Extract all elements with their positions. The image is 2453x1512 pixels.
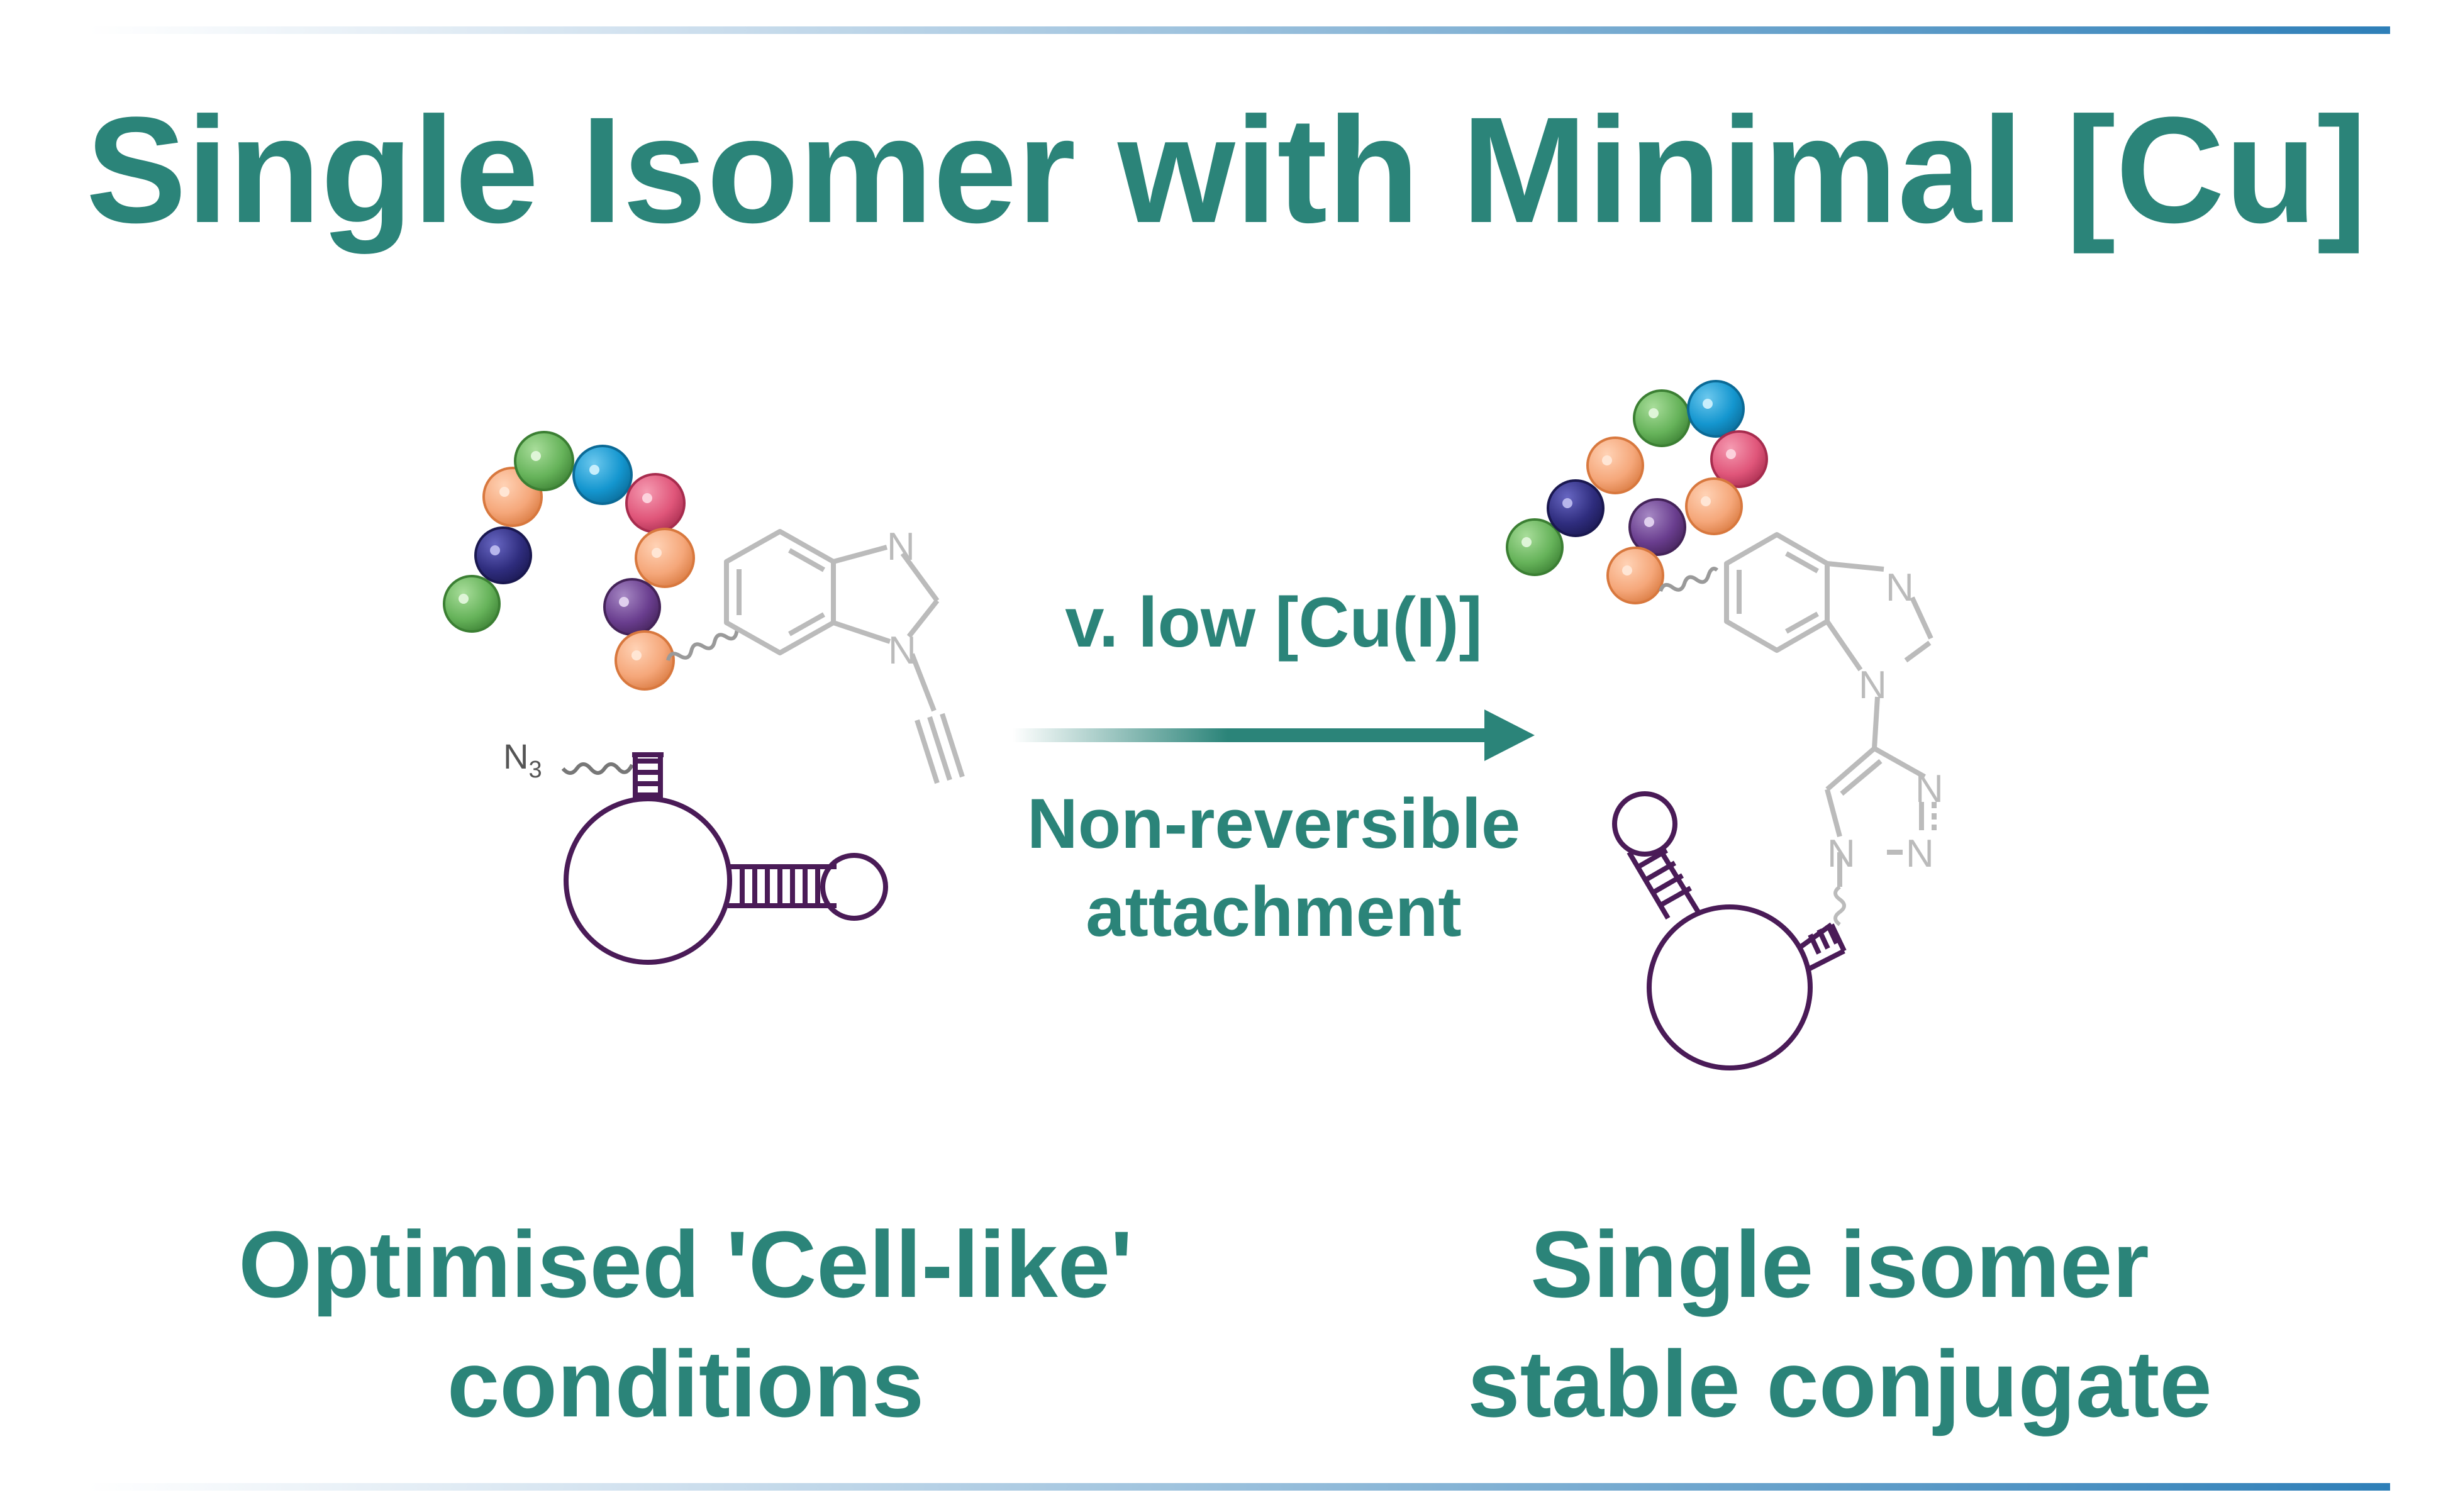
right-peptide-beads: [1506, 380, 1768, 604]
bead: [1687, 380, 1745, 438]
bead: [474, 526, 532, 584]
bead: [1547, 479, 1605, 537]
bead: [615, 630, 675, 691]
bead: [1586, 436, 1644, 494]
bead: [603, 578, 661, 636]
bead: [635, 528, 695, 588]
bead: [443, 575, 501, 633]
bead: [1606, 547, 1664, 604]
bead: [625, 473, 686, 533]
left-caption-line1: Optimised 'Cell-like': [238, 1211, 1133, 1317]
arrow-label-above: v. low [Cu(I)]: [1065, 583, 1482, 662]
left-peptide-beads: [443, 431, 695, 691]
page-title: Single Isomer with Minimal [Cu]: [86, 86, 2367, 254]
bead: [1506, 518, 1564, 576]
azide-label: N3: [503, 737, 542, 783]
right-rna-hairpin: [1612, 791, 1847, 1070]
left-benzimidazole: [724, 529, 965, 784]
bead: [1710, 430, 1768, 488]
right-caption-line2: stable conjugate: [1467, 1331, 2212, 1437]
left-imidazole-n-top: N: [887, 525, 915, 569]
reaction-arrow-shaft: [1013, 728, 1491, 742]
right-peptide-linker: [1659, 567, 1719, 592]
arrow-label-below-line2: attachment: [1086, 872, 1462, 951]
right-triazole-n-3: N: [1827, 832, 1855, 876]
arrow-label-below: Non-reversible attachment: [975, 780, 1572, 956]
left-caption: Optimised 'Cell-like' conditions: [145, 1204, 1226, 1443]
right-triazole-n-2: N: [1906, 832, 1934, 876]
left-rna-hairpin: [564, 752, 888, 965]
left-peptide-linker: [666, 629, 739, 661]
left-caption-line2: conditions: [447, 1331, 925, 1437]
left-imidazole-n-bottom: N: [888, 629, 916, 672]
right-benzimidazole-triazole: [1724, 532, 1937, 887]
right-imidazole-n-top: N: [1886, 566, 1914, 609]
right-caption-line1: Single isomer: [1530, 1211, 2149, 1317]
right-triazole-n-1: N: [1915, 767, 1944, 811]
right-caption: Single isomer stable conjugate: [1352, 1204, 2327, 1443]
bead: [572, 445, 633, 505]
reaction-arrow-head: [1484, 709, 1535, 761]
azide-linker: [561, 762, 634, 775]
arrow-label-below-line1: Non-reversible: [1026, 784, 1521, 863]
bead: [1628, 498, 1686, 556]
top-rule: [88, 26, 2390, 34]
bead: [1685, 477, 1743, 535]
bottom-rule: [88, 1483, 2390, 1491]
bead: [1633, 389, 1691, 447]
bead: [514, 431, 574, 491]
right-imidazole-n-bottom: N: [1859, 664, 1887, 707]
rna-linker: [1833, 885, 1846, 926]
